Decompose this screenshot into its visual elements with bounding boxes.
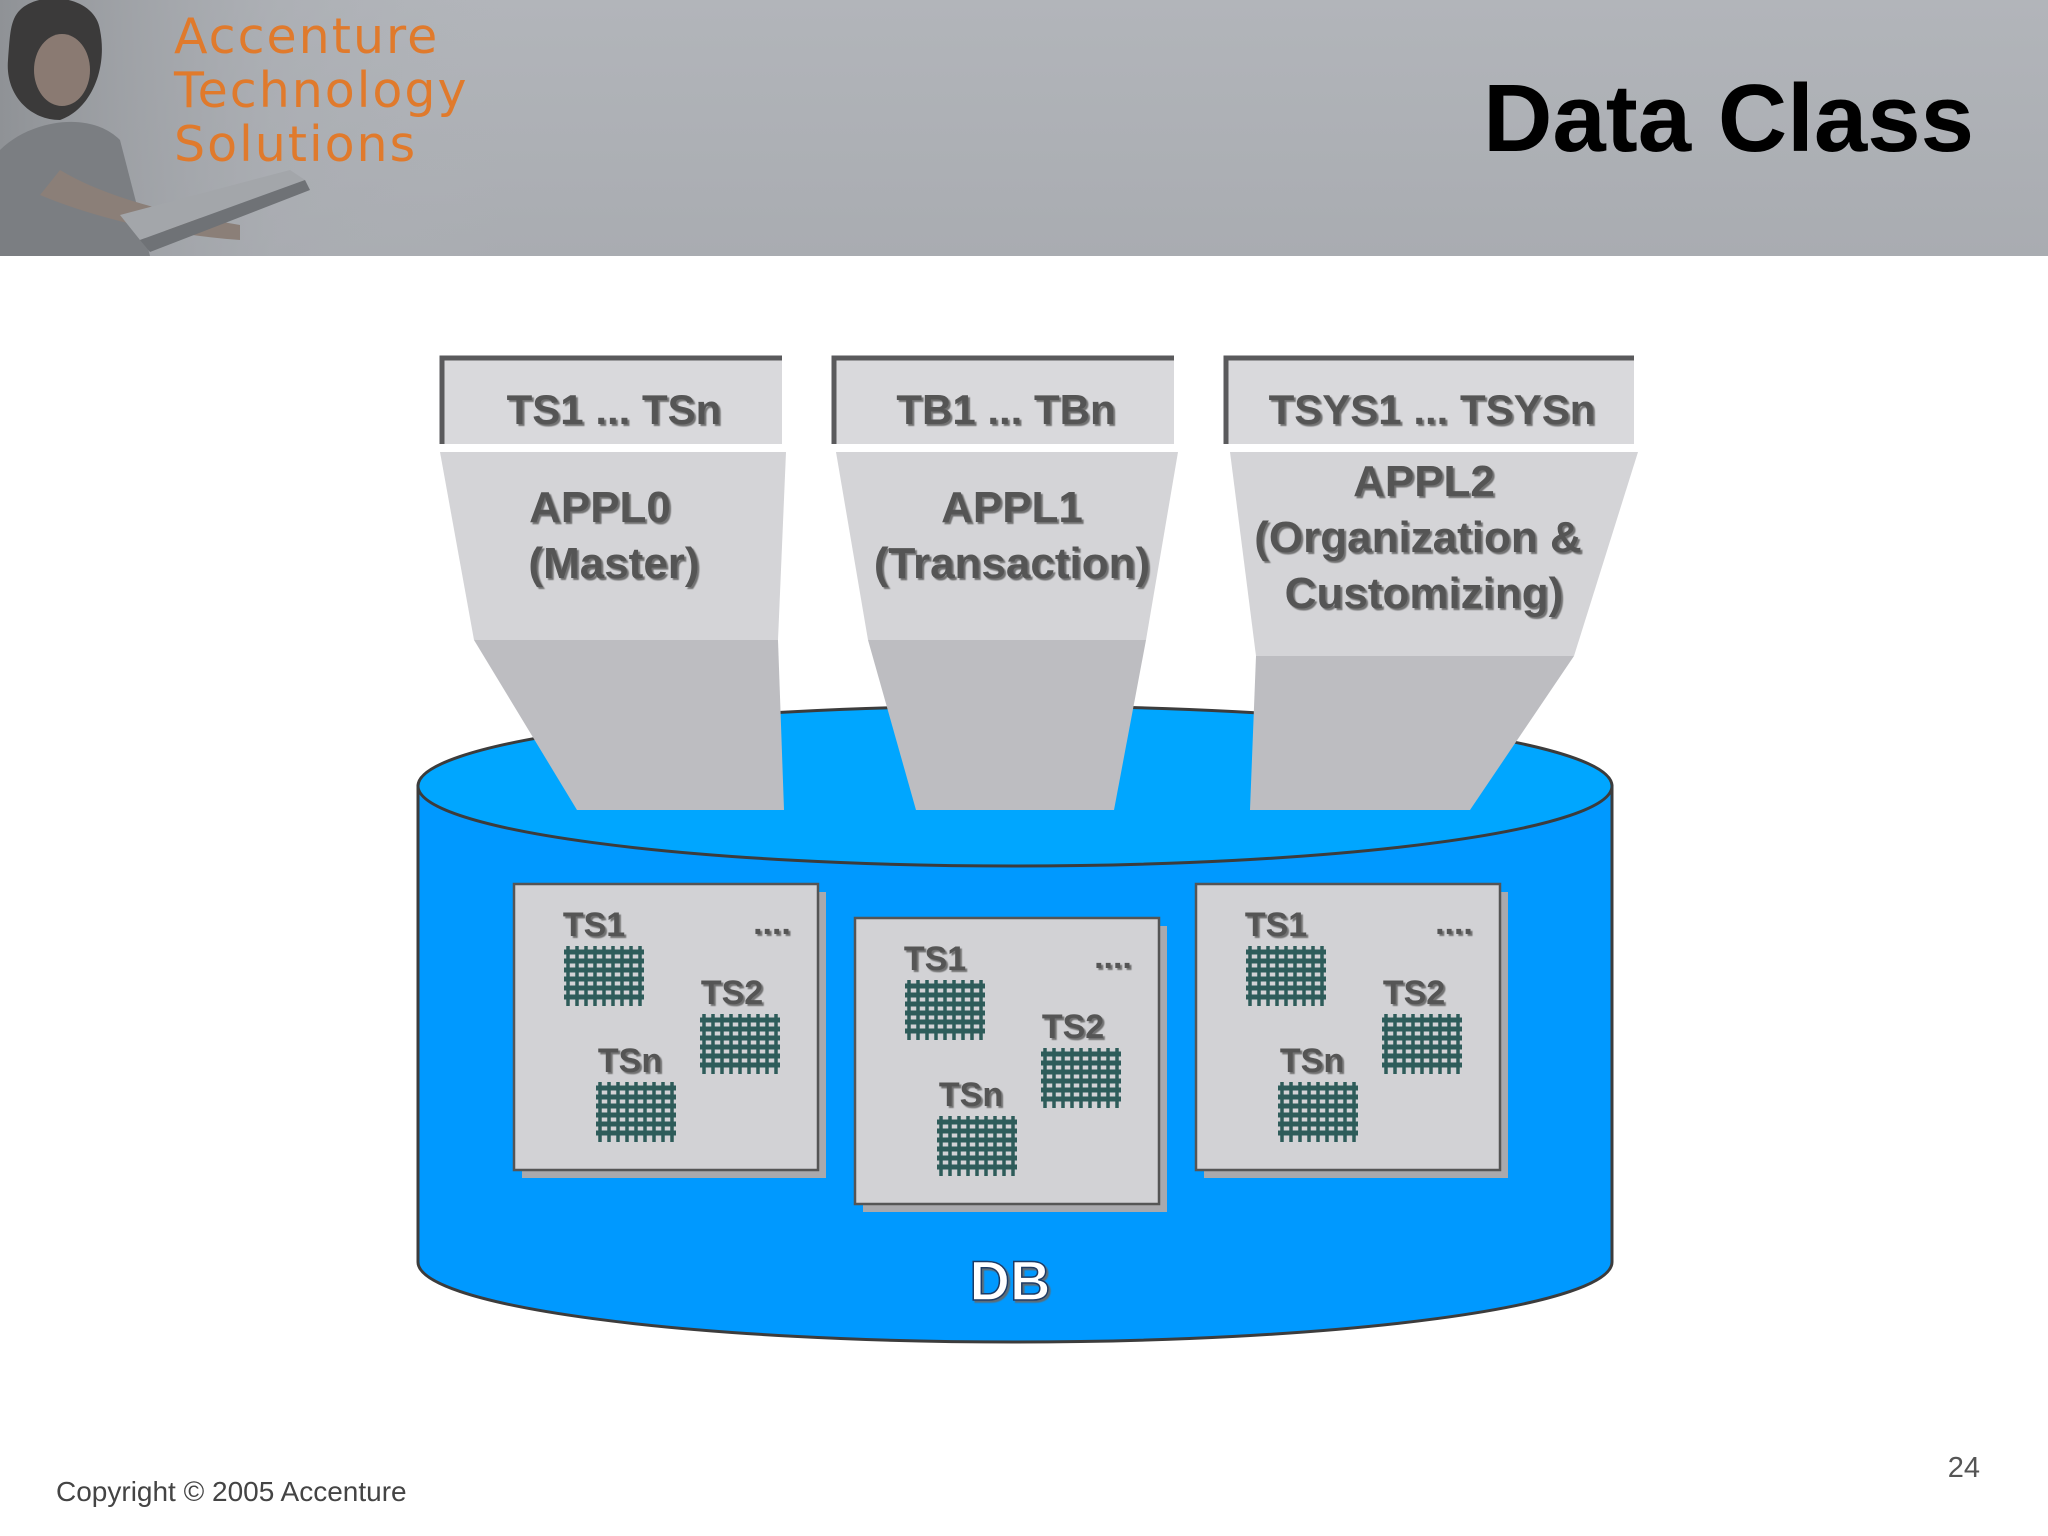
more-tablespaces-ellipsis: .... [1094, 938, 1132, 976]
slide-title: Data Class [1483, 65, 1974, 172]
page-number: 24 [1947, 1452, 1980, 1484]
appl-desc: (Organization & [1254, 513, 1582, 562]
funnel-appl0 [440, 452, 786, 810]
brand-line: Solutions [174, 116, 418, 173]
tablespace-label: TS1 [563, 906, 625, 944]
brand-line: Technology [174, 62, 469, 119]
table-box-tb: TB1 ... TBn [831, 355, 1174, 444]
tablespace-label: TS2 [1383, 974, 1445, 1012]
appl0-label: APPL0 (Master) [528, 483, 699, 588]
tablespace-label: TS2 [701, 974, 763, 1012]
tablespace-grid-icon [905, 980, 985, 1040]
tablespace-grid-icon [1382, 1014, 1462, 1074]
table-box-ts: TS1 ... TSn [439, 355, 782, 444]
tablespace-grid-icon [1246, 946, 1326, 1006]
tablespace-boxes: TS1TS2TSn....TS1TS2TSn....TS1TS2TSn.... [512, 882, 1508, 1212]
tablespace-grid-icon [564, 946, 644, 1006]
brand-line: Accenture [174, 8, 440, 65]
tablespace-box: TS1TS2TSn.... [853, 916, 1167, 1212]
appl2-label: APPL2 (Organization & Customizing) [1254, 457, 1582, 618]
appl-name: APPL0 [529, 483, 671, 532]
header-band: Accenture Technology Solutions Data Clas… [0, 0, 2048, 256]
appl-desc: (Transaction) [874, 539, 1150, 588]
appl-desc: Customizing) [1285, 569, 1564, 618]
data-class-diagram: TS1 ... TSn TB1 ... TBn TSYS1 ... TSYSn … [416, 355, 1638, 1344]
appl-desc: (Master) [528, 539, 699, 588]
table-range-label: TB1 ... TBn [896, 386, 1115, 433]
tablespace-label: TSn [1280, 1042, 1344, 1080]
more-tablespaces-ellipsis: .... [753, 904, 791, 942]
tablespace-label: TSn [598, 1042, 662, 1080]
tablespace-label: TS1 [904, 940, 966, 978]
tablespace-box: TS1TS2TSn.... [1194, 882, 1508, 1178]
appl-name: APPL2 [1353, 457, 1495, 506]
accenture-brand: Accenture Technology Solutions [174, 10, 468, 172]
appl1-label: APPL1 (Transaction) [874, 483, 1150, 588]
woman-with-laptop-photo [0, 0, 500, 256]
table-box-tsys: TSYS1 ... TSYSn [1223, 355, 1634, 444]
table-range-label: TSYS1 ... TSYSn [1269, 386, 1596, 433]
tablespace-box: TS1TS2TSn.... [512, 882, 826, 1178]
appl-name: APPL1 [941, 483, 1083, 532]
copyright-notice: Copyright © 2005 Accenture [56, 1476, 407, 1507]
db-label: DB [970, 1249, 1051, 1312]
more-tablespaces-ellipsis: .... [1435, 904, 1473, 942]
tablespace-grid-icon [1041, 1048, 1121, 1108]
table-range-label: TS1 ... TSn [507, 386, 722, 433]
tablespace-grid-icon [1278, 1082, 1358, 1142]
tablespace-grid-icon [596, 1082, 676, 1142]
funnel-appl2 [1230, 452, 1638, 810]
tablespace-label: TSn [939, 1076, 1003, 1114]
tablespace-label: TS2 [1042, 1008, 1104, 1046]
tablespace-grid-icon [700, 1014, 780, 1074]
tablespace-label: TS1 [1245, 906, 1307, 944]
funnel-appl1 [836, 452, 1178, 810]
tablespace-grid-icon [937, 1116, 1017, 1176]
